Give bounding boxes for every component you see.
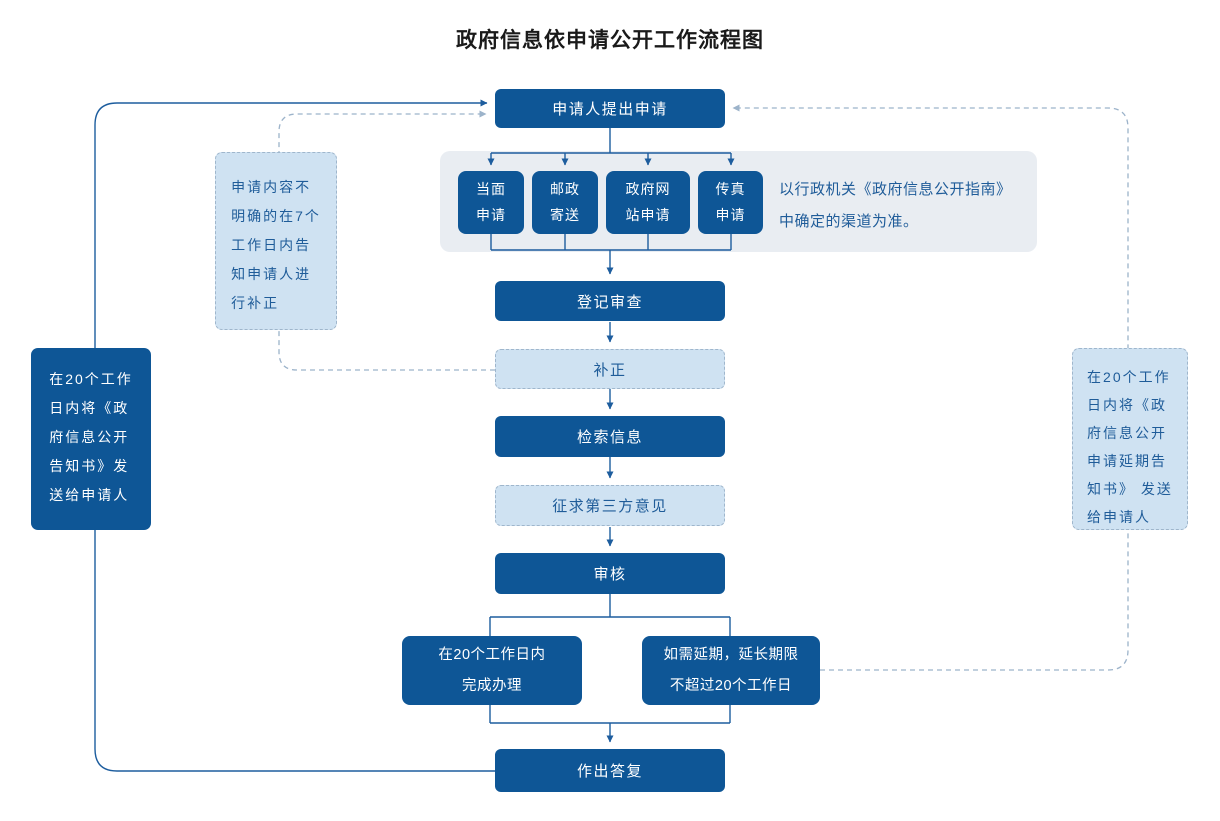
- connector-apply-to-branch: [491, 128, 731, 154]
- channel-fax: 传真 申请: [698, 171, 763, 234]
- flowchart-title: 政府信息依申请公开工作流程图: [456, 29, 764, 52]
- node-make-reply: 作出答复: [495, 749, 725, 792]
- node-registration-review: 登记审查: [495, 281, 725, 321]
- node-complete-within-20-days: 在20个工作日内 完成办理: [402, 636, 582, 705]
- note-extension-notice-within-20-days: 在20个工作 日内将《政 府信息公开 申请延期告 知书》 发送 给申请人: [1072, 348, 1188, 530]
- channel-government-website: 政府网 站申请: [606, 171, 690, 234]
- node-submit-application: 申请人提出申请: [495, 89, 725, 128]
- node-search-information: 检索信息: [495, 416, 725, 457]
- note-correction-within-7-days: 申请内容不 明确的在7个 工作日内告 知申请人进 行补正: [215, 152, 337, 330]
- connector-extension-feedback-to-apply: [732, 104, 1129, 671]
- node-third-party-opinion: 征求第三方意见: [495, 485, 725, 526]
- channel-postal-mail: 邮政 寄送: [532, 171, 598, 234]
- connector-channels-merge: [490, 234, 732, 251]
- node-extension-limit: 如需延期，延长期限 不超过20个工作日: [642, 636, 820, 705]
- connector-bottom-merge: [489, 705, 731, 724]
- connector-review-split: [489, 594, 731, 636]
- notice-disclosure-within-20-days: 在20个工作 日内将《政 府信息公开 告知书》发 送给申请人: [31, 348, 151, 530]
- channels-note-text: 以行政机关《政府信息公开指南》 中确定的渠道为准。: [779, 181, 1012, 230]
- node-correction: 补正: [495, 349, 725, 389]
- channel-in-person: 当面 申请: [458, 171, 524, 234]
- node-review: 审核: [495, 553, 725, 594]
